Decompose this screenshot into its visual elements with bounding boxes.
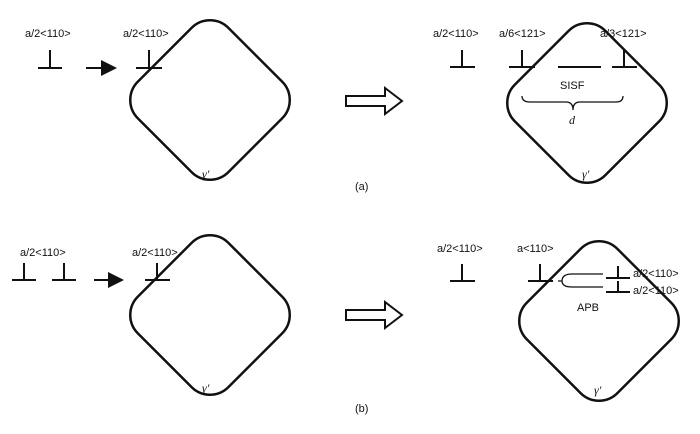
dislocation-label: a/2<110> xyxy=(25,28,71,40)
gamma-prime-label: γ' xyxy=(582,167,590,181)
dislocation-label: a/2<110> xyxy=(437,243,483,255)
dislocation-symbol xyxy=(612,50,637,68)
hollow-arrow-b xyxy=(345,299,404,331)
dislocation-symbol xyxy=(12,263,36,281)
dislocation-label: a/2<110> xyxy=(132,247,178,259)
dislocation-symbol xyxy=(606,266,630,279)
dislocation-symbol xyxy=(450,50,475,68)
panel-b-right: a/2<110> a<110> a/2<110> a/2<110> APB γ' xyxy=(437,240,680,402)
panel-b-left: a/2<110> a/2<110> γ' xyxy=(12,234,291,396)
gamma-prime-label: γ' xyxy=(202,167,210,181)
panel-a-right: a/2<110> a/6<121> a/3<121> SISF d γ' xyxy=(433,22,668,184)
gamma-prime-label: γ' xyxy=(202,381,210,395)
partial-dislocation-label: a/3<121> xyxy=(600,28,647,40)
dislocation-symbol xyxy=(145,263,170,281)
superdislocation-label: a<110> xyxy=(517,243,554,255)
apb-ribbon xyxy=(558,273,603,288)
gamma-prime-precipitate xyxy=(506,22,668,184)
gamma-prime-precipitate xyxy=(129,234,291,396)
distance-label: d xyxy=(569,113,576,127)
gamma-prime-precipitate xyxy=(129,19,291,181)
gamma-prime-precipitate xyxy=(518,240,680,402)
dislocation-symbol xyxy=(528,264,553,282)
sisf-label: SISF xyxy=(560,80,585,92)
dislocation-symbol xyxy=(606,281,630,293)
dislocation-symbol xyxy=(509,50,535,68)
partial-dislocation-label: a/6<121> xyxy=(499,28,546,40)
dislocation-label: a/2<110> xyxy=(20,247,66,259)
dislocation-label: a/2<110> xyxy=(123,28,169,40)
panel-a-left: a/2<110> a/2<110> γ' xyxy=(25,19,291,181)
brace xyxy=(521,95,624,111)
dislocation-symbol xyxy=(136,50,162,69)
dislocation-label: a/2<110> xyxy=(633,268,679,280)
hollow-arrow-a xyxy=(345,85,404,117)
dislocation-symbol xyxy=(38,50,62,69)
gamma-prime-label: γ' xyxy=(594,383,602,397)
dislocation-label: a/2<110> xyxy=(433,28,479,40)
dislocation-label: a/2<110> xyxy=(633,285,679,297)
panel-a-caption: (a) xyxy=(355,181,368,193)
panel-b-caption: (b) xyxy=(355,403,368,415)
apb-label: APB xyxy=(577,302,599,314)
dislocation-symbol xyxy=(450,264,475,282)
dislocation-symbol xyxy=(52,263,76,281)
